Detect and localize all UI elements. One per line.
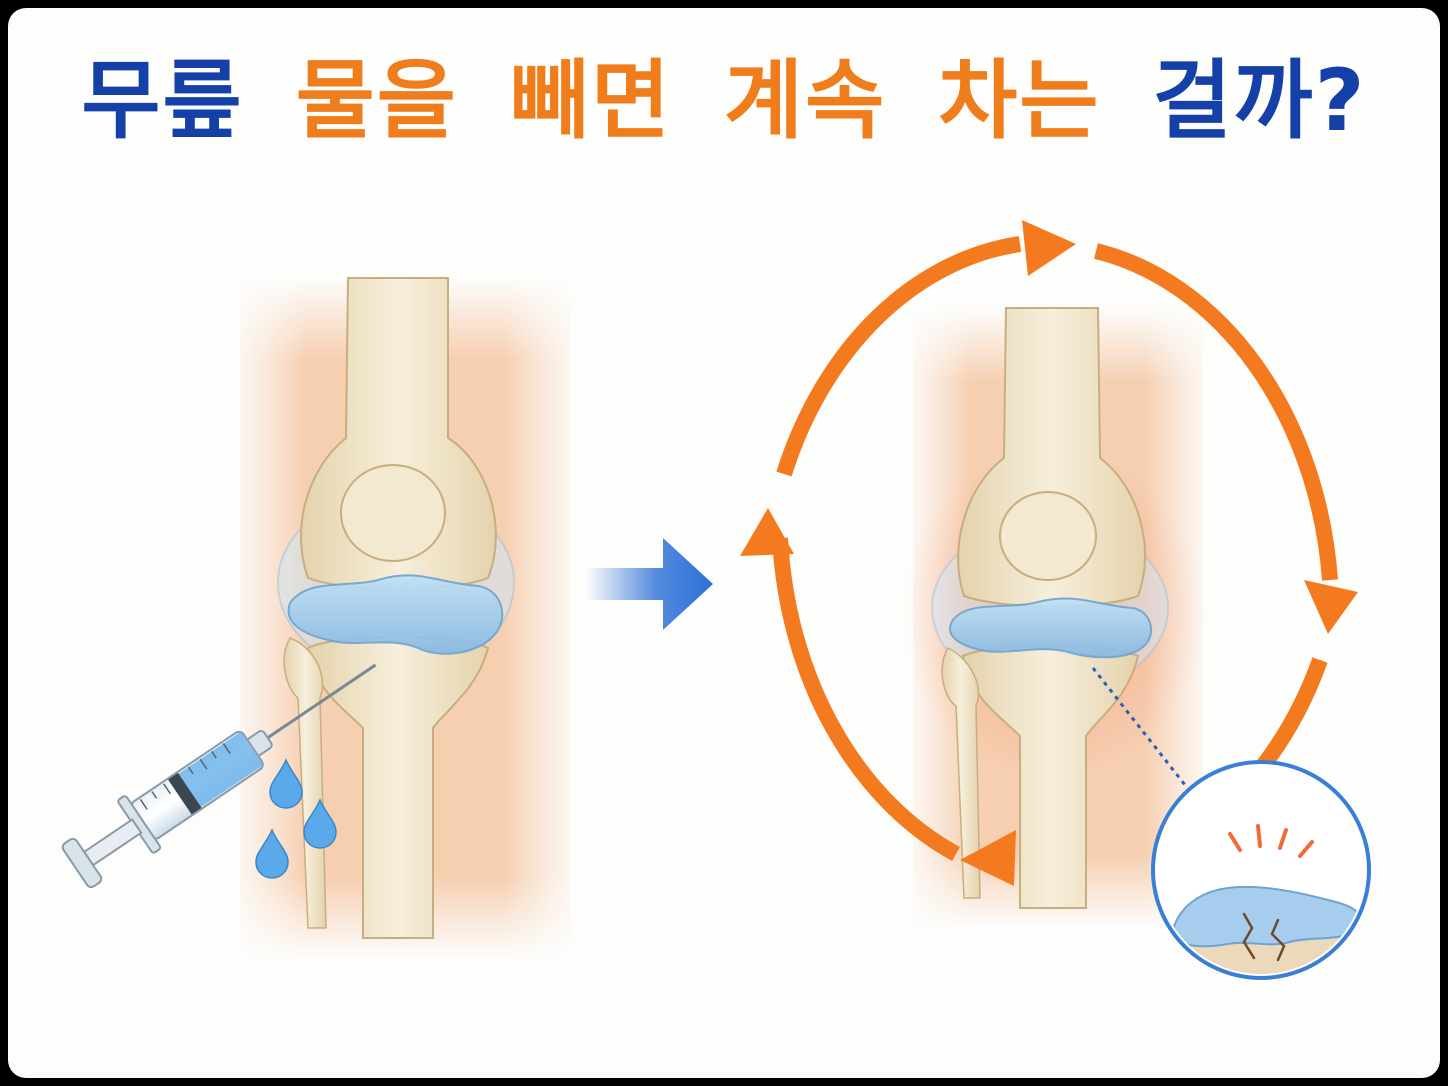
page-title: 무릎 물을 빼면 계속 차는 걸까?: [8, 46, 1440, 156]
pain-lines-icon: [1228, 824, 1314, 858]
left-fibula: [283, 637, 327, 929]
cycle-arrow-top-right: [1094, 243, 1338, 581]
right-joint-fluid: [949, 597, 1153, 659]
right-patella: [999, 491, 1097, 581]
right-arrow-icon: [586, 538, 713, 630]
title-word-keep: 계속: [724, 51, 887, 151]
title-word-fill: 차는: [938, 51, 1101, 151]
infographic-frame: 무릎 물을 빼면 계속 차는 걸까?: [8, 8, 1440, 1078]
title-word-water: 물을: [295, 51, 458, 151]
title-word-question: 걸까?: [1152, 51, 1367, 151]
illustration-canvas: [61, 220, 1371, 980]
syringe-icon: [61, 663, 377, 889]
title-word-drain: 빼면: [509, 51, 673, 151]
right-fibula: [941, 647, 981, 899]
cycle-arrow-top-left: [776, 236, 1022, 477]
title-word-knee: 무릎: [81, 51, 244, 151]
water-drop-icon: [255, 758, 337, 879]
left-patella: [340, 464, 446, 562]
left-joint-fluid: [287, 574, 504, 655]
damaged-cartilage-magnifier-icon: [1151, 760, 1371, 980]
detail-leader-line: [1091, 667, 1202, 805]
cycle-arrow-bottom-left: [772, 537, 960, 862]
right-knee-recurrence: [903, 307, 1203, 928]
left-knee-with-effusion: [240, 277, 570, 958]
cycle-arrowheads: [740, 220, 1358, 886]
